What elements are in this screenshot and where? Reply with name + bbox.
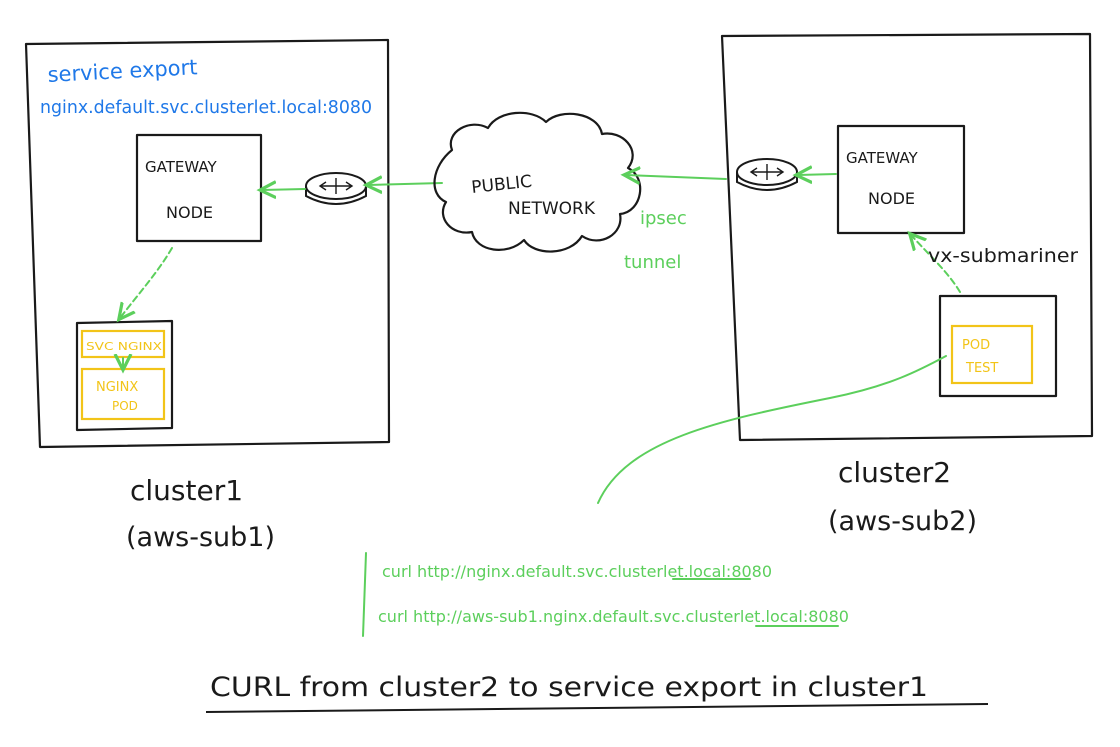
cluster2-pod-frame [938,294,1058,398]
gateway1-to-svc-arrow [120,247,173,318]
diagram-caption: CURL from cluster2 to service export in … [210,672,928,703]
pod-to-gateway2-arrow [911,235,961,293]
curl2-command: curl http://aws-sub1.nginx.default.svc.c… [378,607,849,626]
router-icon [736,158,798,191]
router1-to-gateway1-arrow [262,189,306,190]
commands-bracket [362,552,367,637]
pod-test-label-line2: TEST [965,361,998,376]
gateway2-to-router2-arrow [798,174,837,175]
nginx-pod-label-line1: NGINX [96,380,138,395]
gateway2-label-line1: GATEWAY [846,149,918,167]
cluster1-service-box [75,319,174,432]
commands-to-pod-line [597,355,947,504]
cluster1-annotation-line2: nginx.default.svc.clusterlet.local:8080 [40,97,372,118]
cluster2-frame [720,32,1094,442]
router2-to-cloud-arrow [626,175,727,179]
cloud-icon [433,111,642,253]
curl2-underlined: clusterlet [685,607,760,626]
pod-test-label-line1: POD [962,338,990,353]
nginx-pod-label-line2: POD [112,399,138,413]
curl1-command: curl http://nginx.default.svc.clusterlet… [382,562,772,581]
gateway2-label-line2: NODE [868,189,915,208]
curl2-prefix: curl http://aws-sub1.nginx.default.svc. [378,607,685,626]
svc-nginx-label: SVC NGINX [86,340,163,353]
cluster1-frame [24,38,391,449]
caption-underline [205,703,989,713]
network-label-line2: NETWORK [508,199,596,219]
curl1-underlined: clusterlet [609,562,684,581]
router-icon [305,172,367,205]
cloud-to-router1-arrow [368,183,443,185]
curl2-suffix: .local:8080 [760,607,848,626]
tunnel-label-line1: ipsec [640,208,687,229]
cluster2-gateway-node [836,124,966,235]
cluster1-region: (aws-sub1) [126,522,275,553]
cluster1-gateway-node [135,133,263,243]
network-label-line1: PUBLIC [470,172,532,198]
cluster1-annotation-line1: service export [47,55,198,87]
gateway1-label-line2: NODE [166,203,213,222]
curl1-suffix: .local:8080 [684,562,772,581]
gateway1-label-line1: GATEWAY [145,158,217,176]
tunnel-label-line2: tunnel [624,252,681,273]
vx-submariner-label: vx-submariner [928,245,1078,267]
cluster2-name: cluster2 [838,456,951,489]
cluster1-name: cluster1 [130,474,243,507]
cluster2-region: (aws-sub2) [828,506,977,537]
curl1-prefix: curl http://nginx.default.svc. [382,562,609,581]
